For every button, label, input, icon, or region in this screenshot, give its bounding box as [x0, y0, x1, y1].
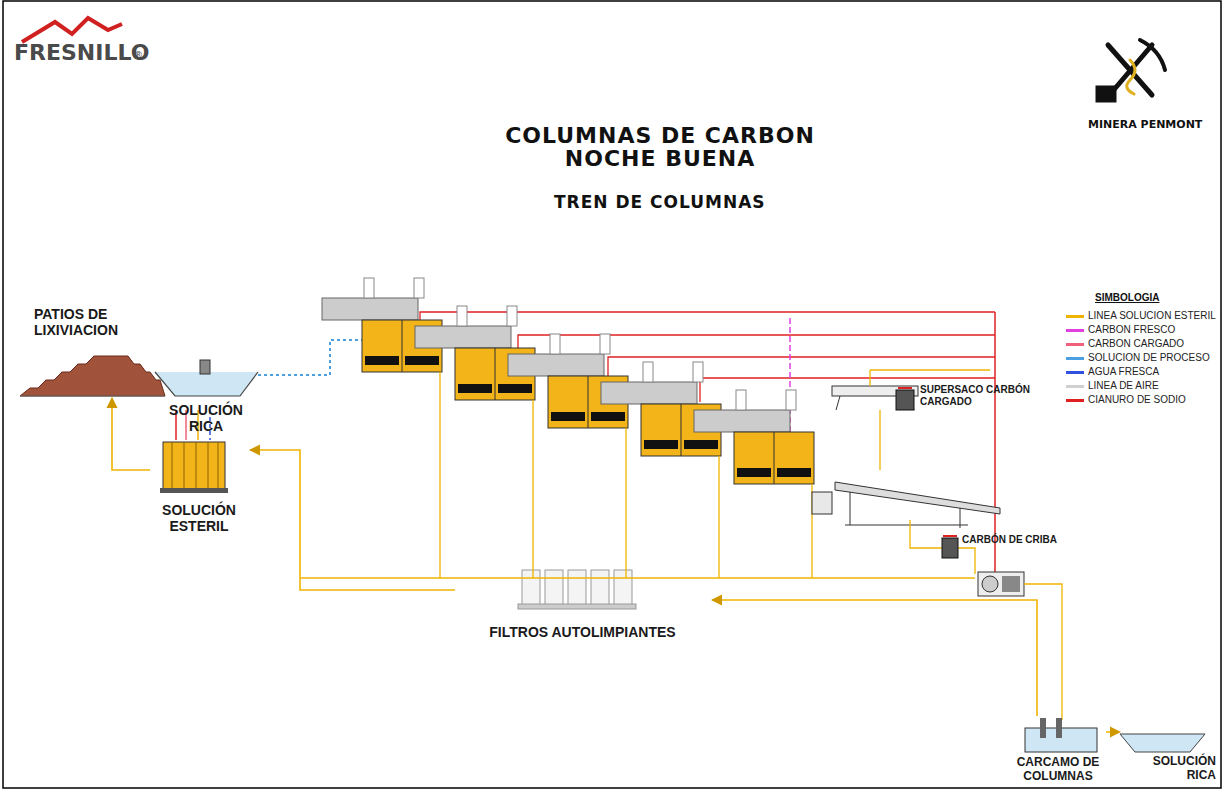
column-divider [681, 404, 682, 456]
process-line [258, 340, 362, 375]
barren-tank [160, 442, 228, 493]
column-sump [1025, 718, 1097, 752]
node-label: PATIOS DE LIXIVIACION [34, 306, 154, 338]
penmont-logo [1098, 40, 1165, 100]
column-valve [414, 278, 424, 298]
legend-swatch [1066, 399, 1084, 402]
node-label: SOLUCIÓN RICA [156, 402, 256, 434]
pond [1120, 734, 1205, 752]
fresnillo-logo [22, 18, 122, 42]
vibrating-screen [812, 482, 1000, 574]
column-divider [495, 348, 496, 400]
column-valve [693, 362, 703, 382]
column-valve [457, 306, 467, 326]
legend-text: AGUA FRESCA [1088, 366, 1159, 377]
column-valve [643, 362, 653, 382]
launder [601, 382, 697, 404]
launder [508, 354, 604, 376]
carbon-columns [322, 278, 814, 578]
legend-text: LINEA DE AIRE [1088, 380, 1159, 391]
flow-connector [1106, 731, 1120, 733]
carbon-bed [498, 384, 532, 393]
diagram-title: COLUMNAS DE CARBON NOCHE BUENA [480, 124, 840, 170]
barren-tank: SOLUCIÓN ESTERIL [150, 436, 250, 548]
diagram-subtitle: TREN DE COLUMNAS [554, 192, 766, 212]
barren-line [300, 577, 975, 579]
node-label: SUPERSACO CARBÓN CARGADO [920, 384, 1062, 407]
node-label: SOLUCIÓN RICA [1150, 755, 1216, 783]
heap-leach-pad: PATIOS DE LIXIVIACION [22, 306, 167, 398]
legend-text: LINEA SOLUCION ESTERIL [1088, 310, 1216, 321]
carbon-bed [684, 440, 718, 449]
launder [322, 298, 418, 320]
carbon-bed [365, 356, 399, 365]
legend-heading: SIMBOLOGIA [1095, 292, 1159, 303]
legend-swatch [1066, 371, 1084, 374]
column-divider [588, 376, 589, 428]
pregnant-pond: SOLUCIÓN RICA [150, 356, 262, 440]
company-logo-text: MINERA PENMONT [1088, 118, 1202, 131]
column-sump: CARCAMO DE COLUMNAS [1012, 716, 1106, 786]
filter-bank: FILTROS AUTOLIMPIANTES [455, 560, 712, 645]
company-logo-text: FRESNILLO [14, 40, 149, 65]
carbon-bag [896, 388, 958, 558]
column-valve [736, 390, 746, 410]
filter-bank [518, 570, 636, 609]
legend-text: CARBON FRESCO [1088, 324, 1175, 335]
loaded-carbon-bag: SUPERSACO CARBÓN CARGADO [890, 380, 1065, 414]
carbon-bed [591, 412, 625, 421]
legend-text: CIANURO DE SODIO [1088, 394, 1186, 405]
page-frame [3, 1, 1221, 788]
carbon-bed [405, 356, 439, 365]
carbon-bed [551, 412, 585, 421]
column-valve [550, 334, 560, 354]
flow-connector [112, 398, 150, 470]
flow-connector [712, 600, 1037, 716]
legend-text: CARBON CARGADO [1088, 338, 1184, 349]
node-label: FILTROS AUTOLIMPIANTES [455, 624, 710, 640]
carbon-bed [737, 468, 771, 477]
launder [694, 410, 790, 432]
column-valve [364, 278, 374, 298]
legend-text: SOLUCION DE PROCESO [1088, 352, 1210, 363]
legend-swatch [1066, 357, 1084, 360]
drain-line [625, 428, 626, 578]
pond [155, 372, 258, 396]
flow-connector [250, 450, 455, 590]
carbon-bed [777, 468, 811, 477]
drain-line [718, 456, 719, 578]
carbon-bed [644, 440, 678, 449]
carbon-bed [458, 384, 492, 393]
column-valve [507, 306, 517, 326]
carbon-column [734, 432, 814, 484]
column-divider [774, 432, 775, 484]
registered-mark: ® [134, 50, 143, 60]
launder [415, 326, 511, 348]
pump [978, 572, 1024, 596]
column-valve [786, 390, 796, 410]
heap-leach-pad [20, 356, 165, 396]
node-label: CARBÓN DE CRIBA [962, 534, 1066, 546]
legend-swatch [1066, 315, 1084, 318]
node-label: CARCAMO DE COLUMNAS [1012, 756, 1104, 784]
column-divider [402, 320, 403, 372]
legend-swatch [1066, 343, 1084, 346]
drain-line [439, 372, 440, 578]
screen-carbon-bag: CARBÓN DE CRIBA [938, 528, 1068, 560]
drain-line [532, 400, 533, 578]
legend-swatch [1066, 385, 1084, 388]
column-valve [600, 334, 610, 354]
legend-swatch [1066, 329, 1084, 332]
pregnant-pond: SOLUCIÓN RICA [1120, 725, 1218, 787]
node-label: SOLUCIÓN ESTERIL [150, 502, 248, 534]
